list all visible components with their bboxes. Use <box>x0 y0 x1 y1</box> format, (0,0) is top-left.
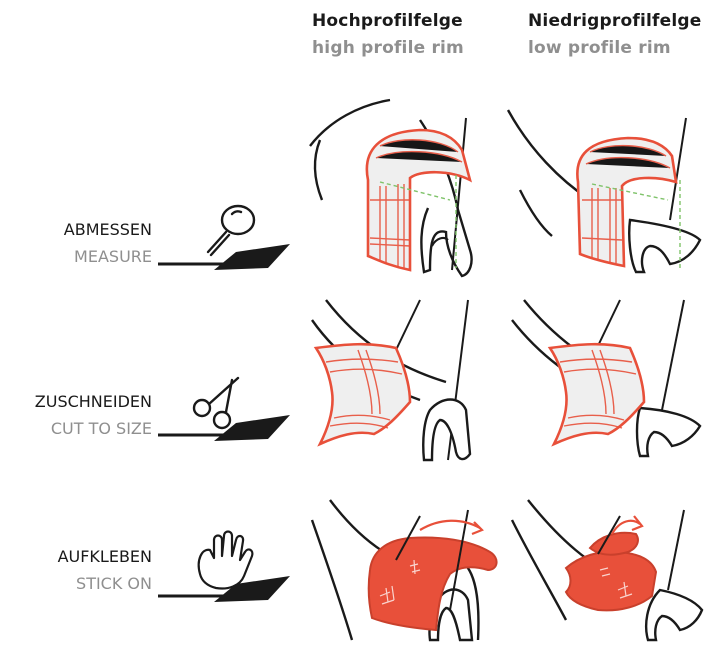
stick-low-profile-illustration <box>512 500 702 640</box>
scissors-icon <box>194 378 238 428</box>
stick-high-profile-illustration <box>312 500 497 640</box>
measure-high-profile-illustration <box>310 100 472 276</box>
cut-low-profile-illustration <box>512 300 700 456</box>
magnifier-icon <box>208 206 254 255</box>
hand-icon <box>199 532 253 589</box>
measure-icon-base <box>158 244 290 270</box>
cut-high-profile-illustration <box>312 300 470 460</box>
measure-low-profile-illustration <box>508 110 700 272</box>
